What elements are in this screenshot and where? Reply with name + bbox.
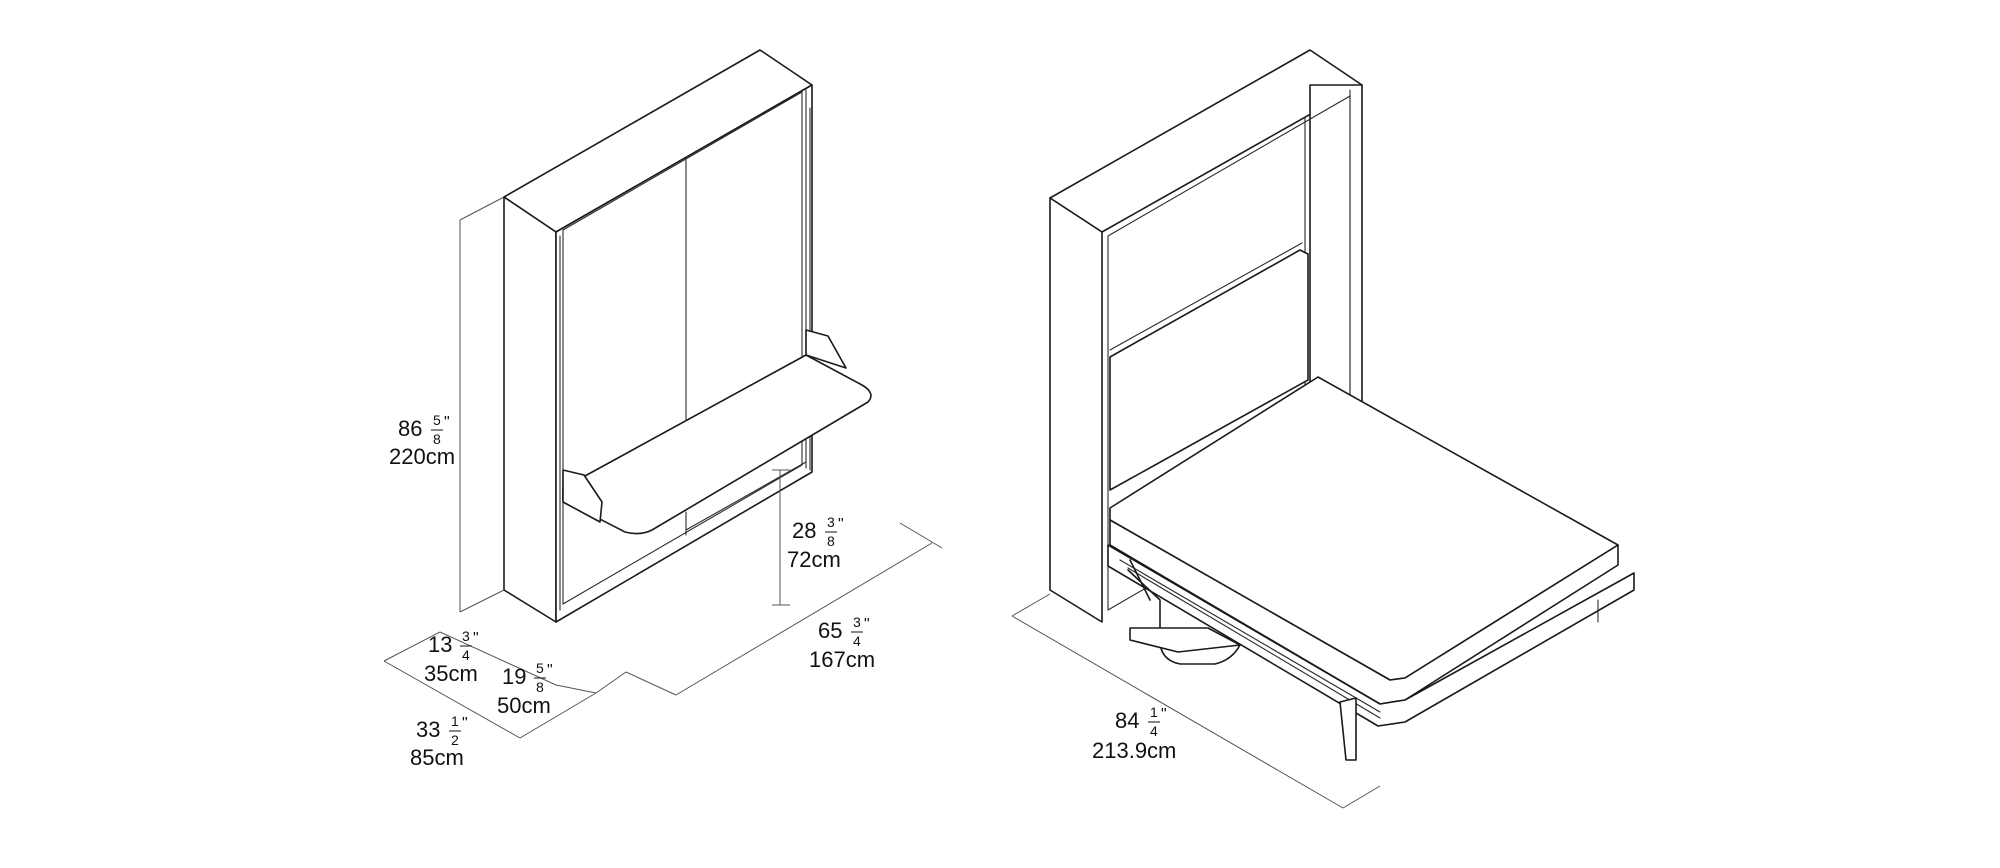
closed-cabinet-with-desk: [503, 49, 872, 623]
label-width: 65 3 4 " 167cm: [809, 614, 875, 672]
label-desk-height-whole: 28: [792, 518, 816, 543]
label-width-metric: 167cm: [809, 647, 875, 672]
svg-text:": ": [444, 414, 450, 431]
svg-text:": ": [547, 662, 553, 679]
svg-text:8: 8: [433, 431, 441, 447]
svg-text:2: 2: [451, 732, 459, 748]
label-width-whole: 65: [818, 618, 842, 643]
label-desk-height-metric: 72cm: [787, 547, 841, 572]
svg-text:5: 5: [536, 660, 544, 676]
bed-leg-front: [1339, 697, 1357, 761]
label-height-whole: 86: [398, 416, 422, 441]
label-cabinet-depth: 13 3 4 " 35cm: [424, 628, 479, 686]
svg-text:4: 4: [853, 633, 861, 649]
mechanism-base: [1129, 627, 1241, 653]
svg-text:": ": [473, 630, 479, 647]
svg-text:8: 8: [536, 679, 544, 695]
bed-frame: [1107, 544, 1635, 727]
label-total-depth-whole: 33: [416, 717, 440, 742]
label-total-depth: 33 1 2 " 85cm: [410, 713, 468, 770]
label-height-metric: 220cm: [389, 444, 455, 469]
svg-text:3: 3: [827, 514, 835, 530]
svg-text:8: 8: [827, 533, 835, 549]
svg-text:5: 5: [433, 412, 441, 428]
bed-cabinet-side: [1049, 197, 1103, 623]
svg-text:": ": [838, 516, 844, 533]
right-dimension-lines: [1011, 593, 1381, 809]
label-cabinet-depth-metric: 35cm: [424, 661, 478, 686]
label-total-depth-metric: 85cm: [410, 745, 464, 770]
desk-bracket-left: [562, 469, 603, 523]
svg-text:3: 3: [462, 628, 470, 644]
label-open-depth: 84 1 4 " 213.9cm: [1092, 704, 1176, 763]
svg-text:": ": [864, 616, 870, 633]
desk-bracket-right: [805, 329, 847, 369]
left-dimension-lines: [383, 196, 943, 739]
label-height: 86 5 8 " 220cm: [389, 412, 455, 469]
label-desk-depth-metric: 50cm: [497, 693, 551, 718]
svg-text:": ": [1161, 706, 1167, 723]
label-desk-depth: 19 5 8 " 50cm: [497, 660, 553, 718]
svg-text:": ": [462, 715, 468, 732]
svg-text:4: 4: [1150, 723, 1158, 739]
label-open-depth-whole: 84: [1115, 708, 1139, 733]
desk-top: [562, 354, 872, 535]
open-wall-bed: [1049, 49, 1635, 761]
cabinet-side: [503, 196, 557, 623]
svg-text:3: 3: [853, 614, 861, 630]
label-cabinet-depth-whole: 13: [428, 632, 452, 657]
label-open-depth-metric: 213.9cm: [1092, 738, 1176, 763]
svg-text:1: 1: [1150, 704, 1158, 720]
svg-text:1: 1: [451, 713, 459, 729]
label-desk-height: 28 3 8 " 72cm: [787, 514, 844, 572]
label-desk-depth-whole: 19: [502, 664, 526, 689]
svg-text:4: 4: [462, 647, 470, 663]
headboard: [1109, 249, 1309, 491]
